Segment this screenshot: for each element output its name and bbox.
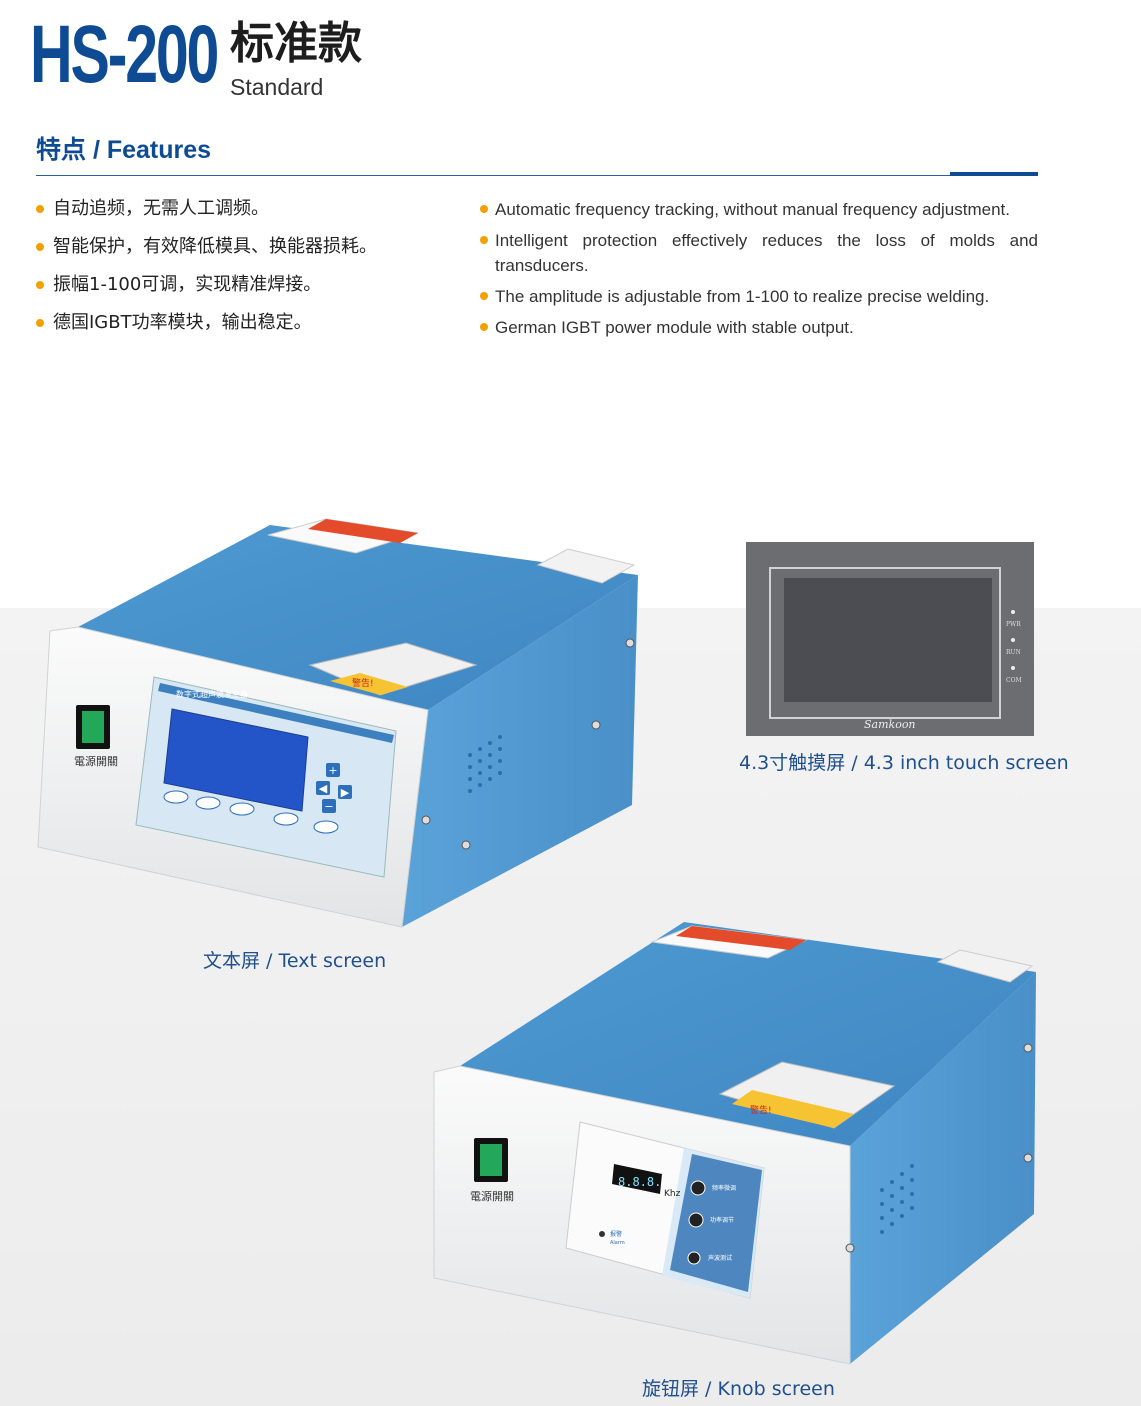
frequency-value: 8.8.8.	[618, 1175, 661, 1189]
case-side	[402, 575, 638, 927]
spec-sticker	[936, 949, 1034, 983]
power-switch-label: 電源開關	[470, 1189, 514, 1203]
warning-label: 警告!	[750, 1104, 772, 1116]
svg-text:▶: ▶	[341, 786, 350, 799]
frequency-display	[612, 1164, 662, 1194]
brand-label: Samkoon	[864, 718, 916, 731]
alarm-label-en: Alarm	[610, 1240, 625, 1246]
knobs[interactable]: 频率微调 功率调节 声波测试	[687, 1180, 736, 1265]
feature-cn-item: 自动追频，无需人工调频。	[36, 197, 456, 220]
features-list-en: Automatic frequency tracking, without ma…	[480, 197, 1038, 346]
caption-knob-screen: 旋钮屏 / Knob screen	[642, 1378, 835, 1400]
knob-screen-device: 警告! 電源開關 8.8.8. Khz 报警 Alarm 频率微调 功率调节 声…	[430, 918, 1050, 1378]
key-right[interactable]	[338, 785, 352, 799]
feature-cn-item: 智能保护，有效降低模具、换能器损耗。	[36, 235, 456, 258]
text-screen-device: 警告! 電源開關 数字式超声波发生器 + ◀ ▶ −	[30, 505, 650, 935]
spec-sticker	[536, 548, 636, 584]
features-heading: 特点 / Features	[36, 136, 212, 164]
power-switch-label: 電源開關	[74, 754, 118, 768]
alarm-label-cn: 报警	[610, 1230, 622, 1238]
title-cn: 标准款	[230, 18, 362, 69]
features-list-cn: 自动追频，无需人工调频。 智能保护，有效降低模具、换能器损耗。 振幅1-100可…	[36, 197, 456, 349]
feature-en-item: German IGBT power module with stable out…	[480, 315, 1038, 340]
feature-en-item: Automatic frequency tracking, without ma…	[480, 197, 1038, 222]
feature-en-item: The amplitude is adjustable from 1-100 t…	[480, 284, 1038, 309]
case-top	[460, 922, 1036, 1146]
model-number: HS-200	[30, 9, 219, 100]
title-en: Standard	[230, 74, 324, 100]
svg-text:+: +	[328, 764, 337, 777]
svg-text:◀: ◀	[319, 782, 328, 795]
function-buttons[interactable]	[163, 790, 339, 834]
frequency-unit: Khz	[664, 1189, 681, 1199]
caption-text-screen: 文本屏 / Text screen	[203, 950, 387, 972]
case-side	[850, 972, 1036, 1364]
case-top	[78, 525, 638, 710]
lcd-display	[163, 708, 309, 812]
feature-en-item: Intelligent protection effectively reduc…	[480, 228, 1038, 278]
warning-label: 警告!	[352, 677, 374, 689]
vent-holes	[880, 1164, 914, 1234]
touch-screen-device: PWR RUN COM Samkoon	[746, 542, 1036, 738]
feature-cn-item: 振幅1-100可调，实现精准焊接。	[36, 273, 456, 296]
svg-text:−: −	[324, 800, 333, 813]
knob-label: 功率调节	[710, 1216, 734, 1224]
knob-label: 声波测试	[708, 1254, 732, 1262]
divider-accent	[950, 172, 1038, 176]
feature-cn-item: 德国IGBT功率模块，输出稳定。	[36, 311, 456, 334]
caption-touch-screen: 4.3寸触摸屏 / 4.3 inch touch screen	[739, 752, 1069, 774]
vent-holes	[468, 735, 502, 793]
alarm-led	[599, 1231, 605, 1237]
key-minus[interactable]	[322, 799, 336, 813]
led-com: COM	[1006, 677, 1022, 684]
touch-screen-display[interactable]	[784, 578, 992, 702]
led-run: RUN	[1006, 649, 1021, 656]
knob-label: 频率微调	[712, 1184, 736, 1192]
panel-title: 数字式超声波发生器	[176, 689, 248, 699]
led-pwr: PWR	[1006, 621, 1021, 628]
key-left[interactable]	[316, 781, 330, 795]
key-plus[interactable]	[326, 763, 340, 777]
divider-line	[36, 175, 1038, 176]
